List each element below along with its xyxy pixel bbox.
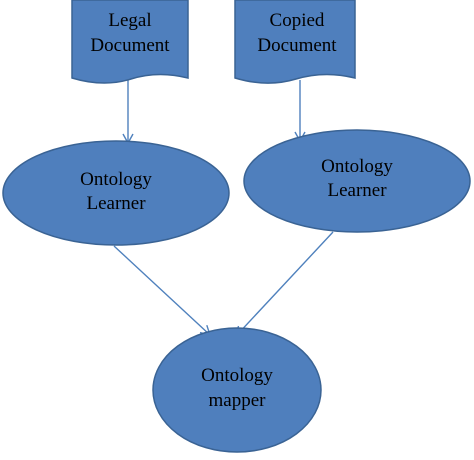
ontology-learner-right-line1: Ontology — [321, 156, 393, 177]
ontology-learner-left-node: Ontology Learner — [2, 140, 230, 246]
ontology-learner-left-shape — [2, 140, 230, 246]
copied-document-line2: Document — [257, 35, 337, 56]
ontology-learner-left-line1: Ontology — [80, 169, 152, 190]
legal-document-line2: Document — [90, 35, 170, 56]
copied-document-line1: Copied — [270, 10, 325, 31]
ontology-learner-right-line2: Learner — [327, 180, 387, 201]
ontology-learner-right-shape — [243, 129, 471, 233]
arrow-learner-right-to-mapper — [235, 231, 334, 338]
ontology-learner-left-line2: Learner — [86, 193, 146, 214]
connectors — [113, 80, 334, 338]
legal-document-line1: Legal — [108, 10, 151, 31]
copied-document-node: Copied Document — [234, 0, 356, 84]
ontology-mapper-line1: Ontology — [201, 365, 273, 386]
ontology-mapper-line2: mapper — [209, 390, 267, 411]
legal-document-node: Legal Document — [71, 0, 189, 84]
ontology-mapper-node: Ontology mapper — [152, 327, 322, 453]
copied-document-shape — [234, 0, 356, 84]
legal-document-shape — [71, 0, 189, 84]
ontology-learner-right-node: Ontology Learner — [243, 129, 471, 233]
ontology-mapper-shape — [152, 327, 322, 453]
arrow-learner-left-to-mapper — [113, 245, 212, 336]
